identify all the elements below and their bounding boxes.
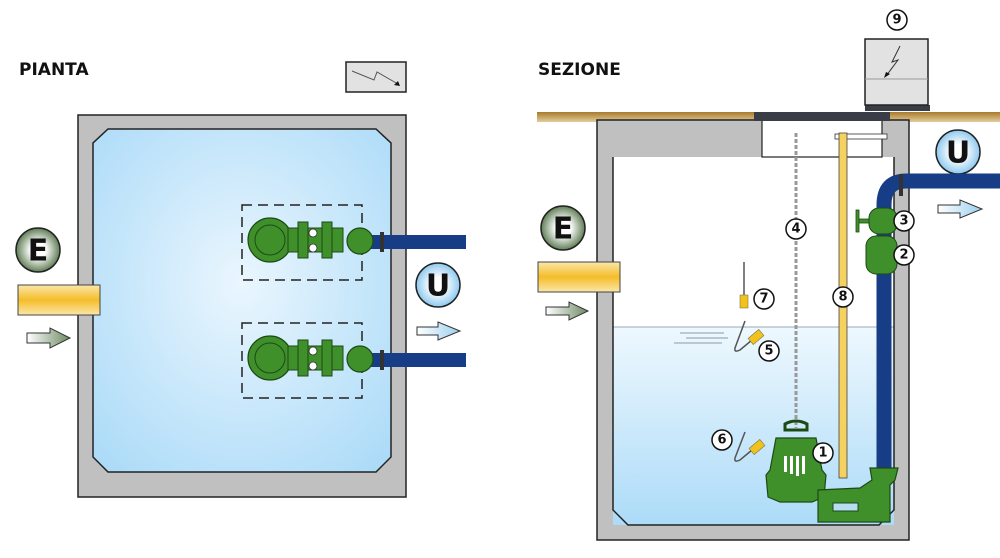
svg-text:9: 9 — [892, 13, 901, 28]
section-outlet-badge: U — [935, 129, 981, 175]
section-inlet-label: E — [553, 212, 574, 247]
svg-text:8: 8 — [838, 290, 847, 305]
callout-9: 9 — [886, 9, 908, 31]
alarm-level-sensor — [739, 262, 749, 309]
plan-inlet-badge: E — [15, 227, 61, 273]
float-switch-start — [674, 320, 765, 352]
svg-text:7: 7 — [759, 292, 768, 307]
plan-outlet-label: U — [426, 269, 450, 304]
plan-inlet-label: E — [28, 234, 49, 269]
plan-view-title: PIANTA — [19, 60, 89, 80]
svg-text:1: 1 — [818, 446, 827, 461]
svg-text:5: 5 — [764, 344, 773, 359]
plan-outlet-arrow — [416, 321, 462, 341]
svg-text:6: 6 — [717, 433, 726, 448]
callout-7: 7 — [753, 288, 775, 310]
control-panel — [864, 38, 930, 111]
svg-text:3: 3 — [899, 214, 908, 229]
section-inlet-pipe — [537, 261, 621, 293]
check-valve — [865, 235, 898, 275]
section-view-title: SEZIONE — [538, 60, 621, 80]
callout-2: 2 — [893, 244, 915, 266]
plan-tank — [77, 114, 407, 498]
plan-pump-1 — [241, 204, 466, 281]
section-tank — [596, 112, 910, 541]
section-inlet-arrow — [545, 301, 590, 321]
plan-outlet-badge: U — [415, 262, 461, 308]
plan-inlet-pipe — [17, 284, 101, 316]
callout-3: 3 — [893, 210, 915, 232]
callout-5: 5 — [758, 340, 780, 362]
callout-4: 4 — [785, 218, 807, 240]
float-switch-stop — [734, 431, 766, 462]
section-outlet-label: U — [946, 136, 970, 171]
callout-1: 1 — [812, 442, 834, 464]
svg-text:4: 4 — [791, 222, 800, 237]
svg-text:2: 2 — [899, 248, 908, 263]
section-inlet-badge: E — [540, 205, 586, 251]
callout-8: 8 — [832, 286, 854, 308]
submersible-pump — [765, 419, 899, 523]
plan-inlet-arrow — [26, 327, 72, 349]
callout-6: 6 — [711, 429, 733, 451]
gate-valve — [855, 207, 898, 235]
plan-pump-2 — [241, 322, 466, 399]
discharge-pipe — [876, 173, 1000, 480]
control-panel-symbol — [345, 61, 407, 93]
section-outlet-arrow — [937, 199, 984, 219]
